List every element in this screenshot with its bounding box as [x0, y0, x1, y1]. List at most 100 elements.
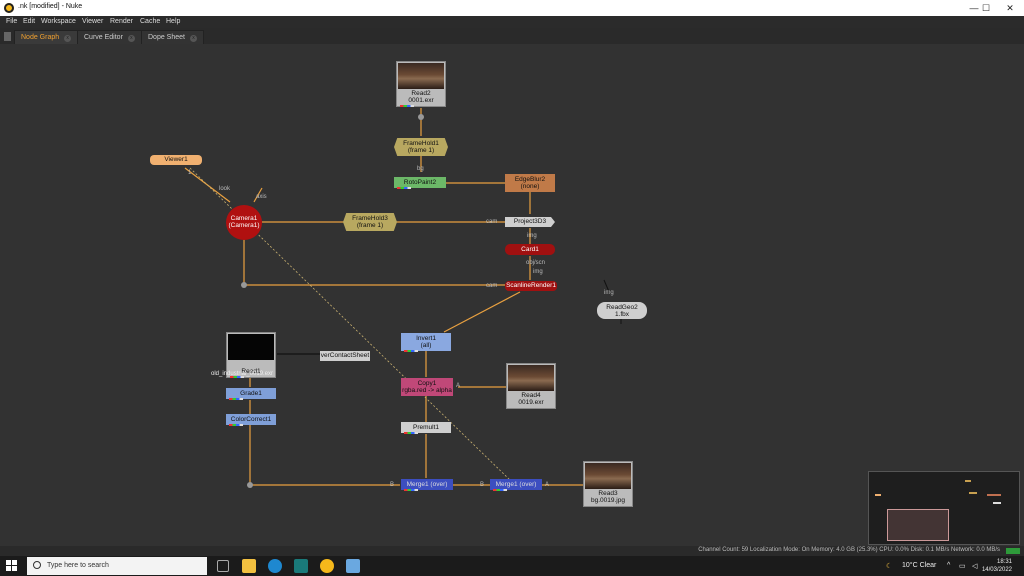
close-tab-icon[interactable]: x: [189, 35, 197, 42]
title-bar: .nk [modified] - Nuke — ☐ ✕: [0, 0, 1024, 16]
volume-icon[interactable]: ◁: [972, 563, 978, 570]
minimap-node: [993, 502, 1001, 504]
pipe-label: cam: [486, 219, 498, 225]
node-subtitle: (frame 1): [407, 147, 435, 154]
channel-swatch: [230, 376, 244, 378]
menu-help[interactable]: Help: [166, 18, 181, 25]
readgeo2-node[interactable]: ReadGeo2 1.fbx: [597, 302, 647, 319]
node-subtitle: (Camera1): [228, 222, 260, 229]
dot-node[interactable]: [247, 482, 253, 488]
premult1-node[interactable]: Premult1: [401, 422, 451, 434]
file-explorer-icon[interactable]: [242, 559, 256, 573]
close-button[interactable]: ✕: [1006, 3, 1014, 13]
camera1-node[interactable]: Camera1 (Camera1): [226, 205, 262, 240]
node-name: Copy1: [417, 380, 437, 387]
taskbar-search-box[interactable]: Type here to search: [27, 557, 207, 575]
maya-icon[interactable]: [294, 559, 308, 573]
rotopaint2-node[interactable]: RotoPaint2: [394, 177, 446, 189]
pipe-label: 1: [188, 170, 192, 176]
network-icon[interactable]: ▭: [959, 563, 966, 570]
nuke-taskbar-icon[interactable]: [320, 559, 334, 573]
pipe-label: B: [480, 482, 485, 488]
menu-edit[interactable]: Edit: [23, 18, 36, 25]
node-name: Viewer1: [164, 156, 188, 163]
menu-render[interactable]: Render: [110, 18, 133, 25]
minimap-viewport[interactable]: [887, 509, 949, 541]
framehold3-node[interactable]: FrameHold3 (frame 1): [343, 213, 397, 231]
contactsheet-node[interactable]: verContactSheet: [320, 351, 370, 361]
node-name: ReadGeo2: [606, 304, 638, 311]
channel-swatch: [493, 489, 507, 491]
node-file: 0019.exr: [518, 399, 544, 406]
minimap-node: [965, 480, 971, 482]
nuke-logo-icon: [4, 3, 14, 13]
copy1-node[interactable]: Copy1 rgba.red -> alpha: [401, 378, 453, 396]
tray-chevron-icon[interactable]: ^: [947, 562, 951, 569]
node-file: 1.fbx: [614, 311, 630, 318]
read3-thumbnail: [585, 463, 631, 489]
read1-file-label: old_industrial_0019.exr: [211, 371, 274, 377]
channel-swatch: [397, 187, 411, 189]
node-name: Merge1 (over): [406, 481, 448, 488]
task-view-icon[interactable]: [217, 560, 229, 572]
node-name: FrameHold1: [403, 140, 439, 147]
invert1-node[interactable]: Invert1 (all): [401, 333, 451, 352]
viewer1-node[interactable]: Viewer1: [150, 155, 202, 165]
close-tab-icon[interactable]: x: [127, 35, 135, 42]
app-taskbar-icon[interactable]: [346, 559, 360, 573]
node-name: ColorCorrect1: [230, 416, 272, 423]
merge2-node[interactable]: Merge1 (over): [490, 479, 542, 491]
edge-browser-icon[interactable]: [268, 559, 282, 573]
tab-label: Dope Sheet: [148, 34, 185, 41]
edgeblur2-node[interactable]: EdgeBlur2 (none): [505, 174, 555, 192]
weather-moon-icon: ☾: [886, 563, 893, 570]
maximize-button[interactable]: ☐: [981, 3, 991, 13]
menu-file[interactable]: File: [6, 18, 18, 25]
node-graph-canvas[interactable]: [0, 44, 1024, 546]
node-graph-minimap[interactable]: [868, 471, 1020, 545]
menu-workspace[interactable]: Workspace: [41, 18, 76, 25]
pipe-label: A: [545, 482, 550, 488]
colorcorrect1-node[interactable]: ColorCorrect1: [226, 414, 276, 426]
dot-node[interactable]: [241, 282, 247, 288]
menu-viewer[interactable]: Viewer: [82, 18, 104, 25]
status-indicator: [1006, 548, 1020, 554]
grade1-node[interactable]: Grade1: [226, 388, 276, 400]
node-name: Read2: [411, 90, 431, 97]
dot-node[interactable]: [418, 114, 424, 120]
tab-dope-sheet[interactable]: Dope Sheet x: [141, 30, 204, 44]
taskbar-clock[interactable]: 18:31 14/03/2022: [982, 558, 1012, 574]
project3d3-node[interactable]: Project3D3: [505, 217, 555, 227]
close-tab-icon[interactable]: x: [64, 35, 72, 42]
windows-start-icon[interactable]: [6, 560, 17, 571]
read1-node[interactable]: Read1: [226, 332, 276, 378]
pipe-label: look: [219, 186, 231, 192]
framehold1-node[interactable]: FrameHold1 (frame 1): [394, 138, 448, 156]
node-name: Read4: [521, 392, 541, 399]
node-connections: [184, 108, 622, 486]
card1-node[interactable]: Card1: [505, 244, 555, 255]
search-placeholder: Type here to search: [47, 562, 109, 569]
menu-bar: File Edit Workspace Viewer Render Cache …: [0, 16, 1024, 28]
menu-cache[interactable]: Cache: [140, 18, 161, 25]
node-subtitle: (none): [520, 183, 540, 190]
status-text: Channel Count: 59 Localization Mode: On …: [698, 547, 1000, 553]
channel-swatch: [404, 489, 418, 491]
scanlinerender1-node[interactable]: ScanlineRender1: [505, 281, 557, 291]
channel-swatch: [229, 398, 243, 400]
weather-text[interactable]: 10°C Clear: [902, 562, 937, 569]
node-name: Project3D3: [513, 218, 547, 225]
panel-menu-icon[interactable]: [4, 32, 11, 41]
minimap-node: [875, 494, 881, 496]
pipe-label: axis: [256, 194, 267, 200]
node-name: Read3: [598, 490, 618, 497]
merge1-node[interactable]: Merge1 (over): [401, 479, 453, 491]
node-name: Merge1 (over): [495, 481, 537, 488]
minimize-button[interactable]: —: [969, 3, 979, 13]
